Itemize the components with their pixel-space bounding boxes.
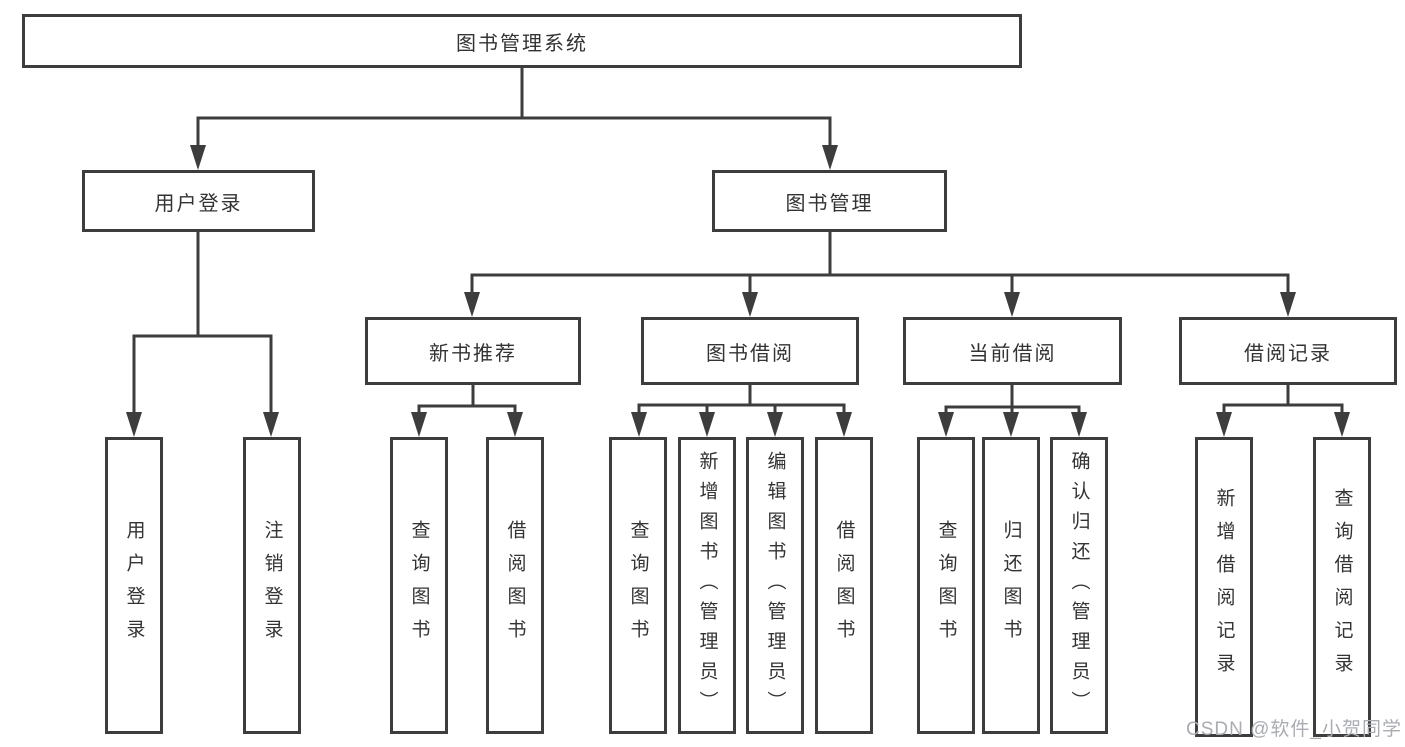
leaf-logout: 注销登录: [243, 437, 301, 734]
leaf-br-add-record: 新增借阅记录: [1195, 437, 1253, 737]
leaf-rec-borrow-books-label: 借阅图书: [504, 519, 526, 652]
node-book-management-label: 图书管理: [785, 192, 874, 215]
watermark: CSDN @软件_小贺同学: [1186, 719, 1402, 740]
node-new-book-recommend: 新书推荐: [365, 317, 581, 385]
node-new-book-recommend-label: 新书推荐: [429, 342, 517, 365]
leaf-cb-confirm-return-admin: 确认归还（管理员）: [1050, 437, 1108, 734]
leaf-br-add-record-label: 新增借阅记录: [1213, 488, 1235, 686]
node-book-borrowing: 图书借阅: [641, 317, 859, 385]
leaf-cb-query-books-label: 查询图书: [935, 519, 957, 652]
node-borrowing-records-label: 借阅记录: [1244, 342, 1332, 365]
node-root: 图书管理系统: [22, 14, 1022, 68]
leaf-rec-query-books-label: 查询图书: [408, 519, 430, 652]
leaf-logout-label: 注销登录: [261, 519, 283, 652]
node-book-borrowing-label: 图书借阅: [706, 342, 794, 365]
leaf-bb-edit-books-admin: 编辑图书（管理员）: [746, 437, 804, 734]
node-root-label: 图书管理系统: [456, 32, 588, 55]
leaf-bb-query-books: 查询图书: [609, 437, 667, 734]
node-user-login: 用户登录: [82, 170, 315, 232]
leaf-br-query-record: 查询借阅记录: [1313, 437, 1371, 737]
leaf-bb-query-books-label: 查询图书: [627, 519, 649, 652]
leaf-user-login: 用户登录: [105, 437, 163, 734]
leaf-bb-add-books-admin: 新增图书（管理员）: [678, 437, 736, 734]
node-current-borrowing-label: 当前借阅: [968, 342, 1057, 365]
leaf-cb-query-books: 查询图书: [917, 437, 975, 734]
leaf-cb-confirm-return-admin-label: 确认归还（管理员）: [1068, 450, 1090, 721]
leaf-bb-edit-books-admin-label: 编辑图书（管理员）: [764, 450, 786, 721]
leaf-bb-borrow-books: 借阅图书: [815, 437, 873, 734]
leaf-bb-borrow-books-label: 借阅图书: [833, 519, 855, 652]
node-book-management: 图书管理: [712, 170, 947, 232]
connector-arrowheads: [126, 145, 1350, 437]
node-user-login-label: 用户登录: [154, 192, 243, 215]
node-borrowing-records: 借阅记录: [1179, 317, 1397, 385]
leaf-cb-return-books-label: 归还图书: [1000, 519, 1022, 652]
leaf-rec-query-books: 查询图书: [390, 437, 448, 734]
leaf-cb-return-books: 归还图书: [982, 437, 1040, 734]
leaf-rec-borrow-books: 借阅图书: [486, 437, 544, 734]
leaf-bb-add-books-admin-label: 新增图书（管理员）: [696, 450, 718, 721]
leaf-user-login-label: 用户登录: [123, 519, 145, 652]
leaf-br-query-record-label: 查询借阅记录: [1331, 488, 1353, 686]
node-current-borrowing: 当前借阅: [903, 317, 1122, 385]
